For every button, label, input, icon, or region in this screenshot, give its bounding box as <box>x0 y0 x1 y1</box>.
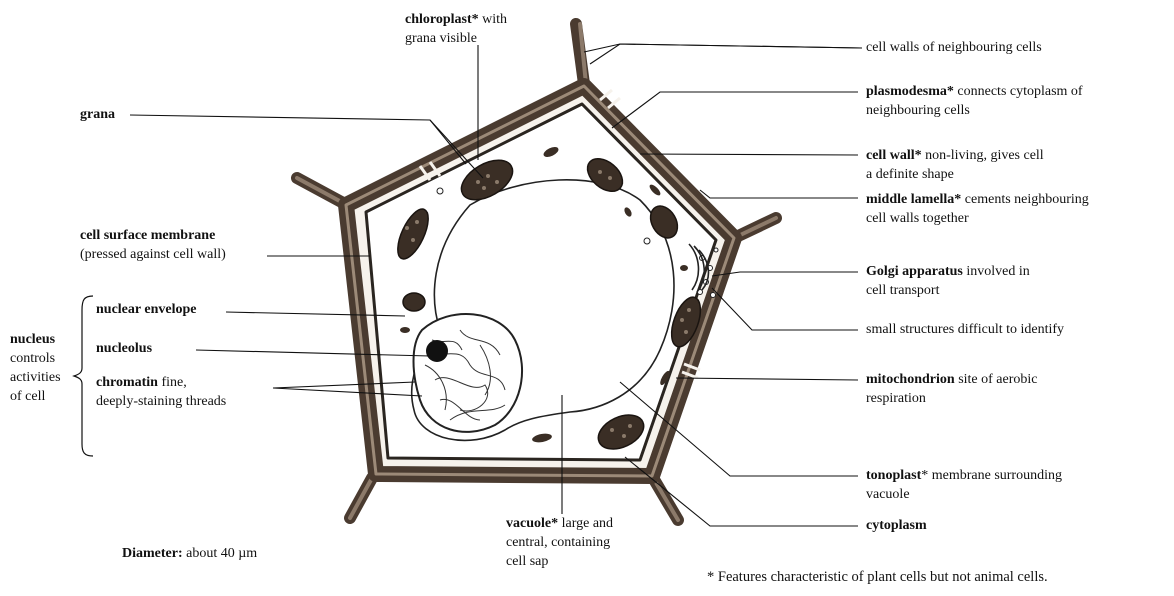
label-small-structures: small structures difficult to identify <box>866 320 1064 339</box>
label-cell-walls-neighbouring: cell walls of neighbouring cells <box>866 38 1042 57</box>
label-nucleus: nucleus controls activities of cell <box>10 330 72 406</box>
label-golgi-apparatus: Golgi apparatus involved in cell transpo… <box>866 262 1030 300</box>
label-cell-surface-membrane: cell surface membrane (pressed against c… <box>80 226 226 264</box>
label-grana: grana <box>80 105 115 124</box>
label-mitochondrion: mitochondrion site of aerobic respiratio… <box>866 370 1037 408</box>
label-nuclear-envelope: nuclear envelope <box>96 300 196 319</box>
label-nucleolus: nucleolus <box>96 339 152 358</box>
label-cell-wall: cell wall* non-living, gives cell a defi… <box>866 146 1044 184</box>
chloroplast <box>403 293 425 311</box>
label-chloroplast: chloroplast* with grana visible <box>405 10 507 48</box>
label-chromatin: chromatin fine, deeply-staining threads <box>96 373 226 411</box>
nucleolus <box>426 340 448 362</box>
label-vacuole: vacuole* large and central, containing c… <box>506 514 613 571</box>
label-plasmodesma: plasmodesma* connects cytoplasm of neigh… <box>866 82 1083 120</box>
nucleus <box>414 314 523 432</box>
label-cytoplasm: cytoplasm <box>866 516 927 535</box>
footnote: * Features characteristic of plant cells… <box>707 568 1048 587</box>
label-tonoplast: tonoplast* membrane surrounding vacuole <box>866 466 1062 504</box>
label-middle-lamella: middle lamella* cements neighbouring cel… <box>866 190 1089 228</box>
nucleus-brace <box>74 296 93 456</box>
label-diameter: Diameter: about 40 µm <box>122 544 257 563</box>
nuclear-envelope <box>414 314 523 432</box>
